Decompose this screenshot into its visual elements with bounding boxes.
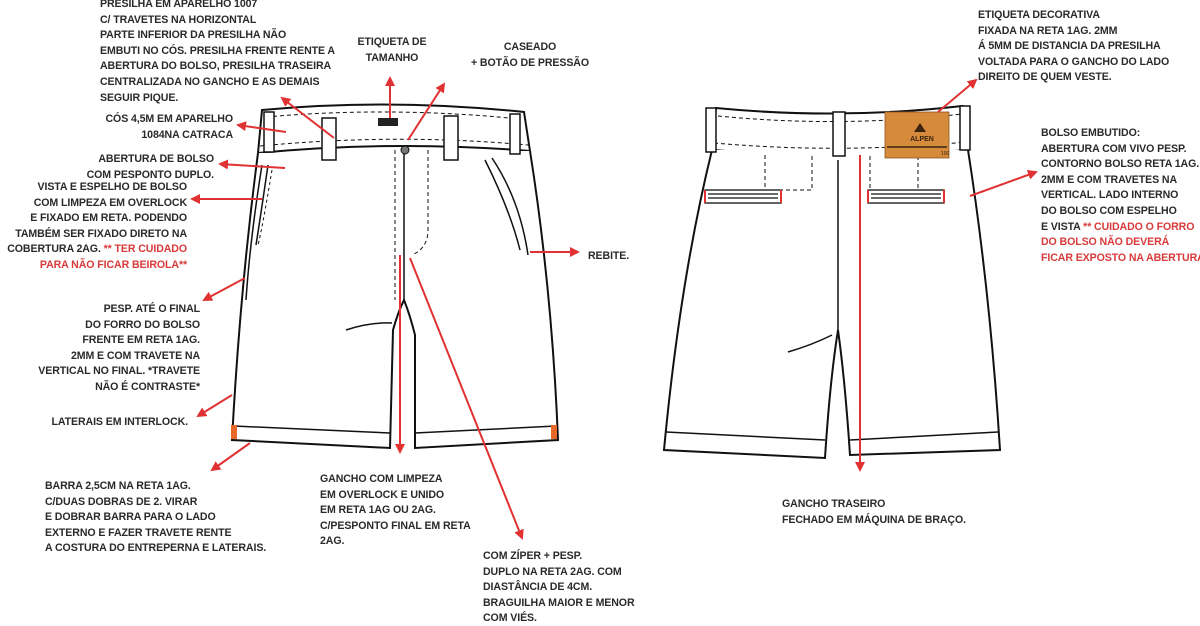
note-line: PESP. ATÉ O FINAL (103, 303, 201, 315)
note-presilha: PRESILHA EM APARELHO 1007 C/ TRAVETES NA… (100, 0, 335, 106)
note-line: EM OVERLOCK E UNIDO (320, 488, 445, 501)
note-line: SEGUIR PIQUE. (100, 91, 179, 104)
front-shorts (230, 103, 560, 450)
note-line: FIXADA NA RETA 1AG. 2MM (978, 24, 1118, 37)
note-line: ETIQUETA DE (357, 36, 427, 48)
warning-text: ** CUIDADO O FORRO (1083, 220, 1195, 233)
note-gancho: GANCHO COM LIMPEZA EM OVERLOCK E UNIDO E… (320, 472, 471, 550)
note-line: COM LIMPEZA EM OVERLOCK (33, 196, 187, 209)
note-line: DO FORRO DO BOLSO (85, 318, 200, 331)
note-line: COM PESPONTO DUPLO. (86, 168, 215, 181)
note-line: FRENTE EM RETA 1AG. (82, 334, 200, 347)
warning-text: PARA NÃO FICAR BEIROLA** (39, 258, 187, 271)
warning-text: ** TER CUIDADO (103, 243, 187, 256)
note-line: EXTERNO E FAZER TRAVETE RENTE (45, 526, 232, 539)
note-line: CÓS 4,5M EM APARELHO (105, 113, 234, 125)
note-line: CASEADO (503, 41, 557, 53)
note-line: E DOBRAR BARRA PARA O LADO (45, 511, 216, 524)
note-line: GANCHO COM LIMPEZA (320, 473, 443, 485)
note-line: BRAGUILHA MAIOR E MENOR (483, 596, 635, 609)
note-line: + BOTÃO DE PRESSÃO (471, 56, 589, 69)
note-line: Á 5MM DE DISTANCIA DA PRESILHA (978, 40, 1161, 53)
note-line: C/PESPONTO FINAL EM RETA (320, 519, 471, 532)
note-abertura-bolso: ABERTURA DE BOLSO COM PESPONTO DUPLO. (86, 152, 215, 183)
note-line: EM RETA 1AG OU 2AG. (320, 504, 436, 517)
note-line: VERTICAL NO FINAL. *TRAVETE (38, 365, 200, 378)
note-line: VERTICAL. LADO INTERNO (1041, 189, 1179, 202)
back-pocket-right (867, 189, 945, 204)
note-line: DUPLO NA RETA 2AG. COM (483, 565, 622, 578)
hem-tack-right (551, 425, 557, 439)
note-line: COM VIÉS. (483, 612, 537, 625)
note-line: ABERTURA COM VIVO PESP. (1041, 142, 1187, 155)
note-line: TAMANHO (365, 51, 419, 64)
note-line: ABERTURA DO BOLSO, PRESILHA TRASEIRA (100, 60, 332, 73)
note-line: TAMBÉM SER FIXADO DIRETO NA (15, 227, 187, 240)
note-line: DIREITO DE QUEM VESTE. (978, 71, 1112, 84)
note-line: CONTORNO BOLSO RETA 1AG. (1041, 158, 1200, 171)
note-etiqueta-tamanho: ETIQUETA DE TAMANHO (352, 35, 432, 66)
note-line: ETIQUETA DECORATIVA (978, 9, 1100, 21)
note-line: CENTRALIZADA NO GANCHO E AS DEMAIS (100, 75, 320, 88)
note-caseado: CASEADO + BOTÃO DE PRESSÃO (470, 40, 590, 71)
note-line: A COSTURA DO ENTREPERNA E LATERAIS. (45, 542, 267, 555)
note-line: PARTE INFERIOR DA PRESILHA NÃO (100, 29, 287, 42)
note-line: BARRA 2,5CM NA RETA 1AG. (45, 480, 191, 492)
note-pesp: PESP. ATÉ O FINAL DO FORRO DO BOLSO FREN… (38, 302, 200, 396)
note-line: 1084NA CATRACA (141, 128, 233, 141)
note-ziper: COM ZÍPER + PESP. DUPLO NA RETA 2AG. COM… (483, 549, 635, 626)
note-line: COBERTURA 2AG. (7, 243, 104, 256)
callout-arrows (190, 76, 1038, 540)
note-line: VOLTADA PARA O GANCHO DO LADO (978, 55, 1170, 68)
note-etiqueta-decorativa: ETIQUETA DECORATIVA FIXADA NA RETA 1AG. … (978, 8, 1169, 86)
note-line: E FIXADO EM RETA. PODENDO (30, 212, 187, 225)
back-pocket-left (704, 189, 782, 204)
note-line: COM ZÍPER + PESP. (483, 550, 583, 562)
note-line: 2AG. (320, 535, 345, 548)
note-barra: BARRA 2,5CM NA RETA 1AG. C/DUAS DOBRAS D… (45, 479, 266, 557)
alpen-label-patch: ALPEN 100 (884, 111, 950, 159)
note-line: ABERTURA DE BOLSO (98, 153, 214, 165)
note-line: C/ TRAVETES NA HORIZONTAL (100, 13, 257, 26)
note-line: FECHADO EM MÁQUINA DE BRAÇO. (782, 513, 966, 526)
note-line: 2MM E COM TRAVETES NA (1041, 173, 1178, 186)
note-line: GANCHO TRASEIRO (782, 498, 886, 510)
note-laterais: LATERAIS EM INTERLOCK. (51, 416, 189, 428)
note-line: C/DUAS DOBRAS DE 2. VIRAR (45, 495, 198, 508)
note-bolso-embutido: BOLSO EMBUTIDO: ABERTURA COM VIVO PESP. … (1041, 126, 1200, 266)
hem-tack-left (231, 425, 237, 439)
note-line: 2MM E COM TRAVETE NA (70, 349, 200, 362)
note-line: E VISTA (1041, 220, 1084, 233)
warning-text: FICAR EXPOSTO NA ABERTURA.** (1041, 251, 1200, 264)
note-line: DIASTÂNCIA DE 4CM. (483, 581, 593, 594)
note-line: BOLSO EMBUTIDO: (1041, 127, 1141, 139)
note-rebite: REBITE. (588, 250, 630, 262)
note-line: VISTA E ESPELHO DE BOLSO (37, 181, 188, 193)
note-cos: CÓS 4,5M EM APARELHO 1084NA CATRACA (106, 112, 234, 143)
warning-text: DO BOLSO NÃO DEVERÁ (1041, 236, 1170, 249)
note-line: NÃO É CONTRASTE* (95, 380, 200, 393)
note-gancho-traseiro: GANCHO TRASEIRO FECHADO EM MÁQUINA DE BR… (782, 497, 966, 528)
note-line: PRESILHA EM APARELHO 1007 (100, 0, 258, 10)
button-icon (400, 145, 410, 155)
note-vista: VISTA E ESPELHO DE BOLSO COM LIMPEZA EM … (7, 180, 187, 274)
note-line: EMBUTI NO CÓS. PRESILHA FRENTE RENTE A (100, 44, 335, 57)
svg-text:100: 100 (941, 151, 950, 157)
svg-text:ALPEN: ALPEN (910, 136, 934, 143)
back-shorts (662, 104, 1002, 460)
note-line: DO BOLSO COM ESPELHO (1041, 204, 1177, 217)
